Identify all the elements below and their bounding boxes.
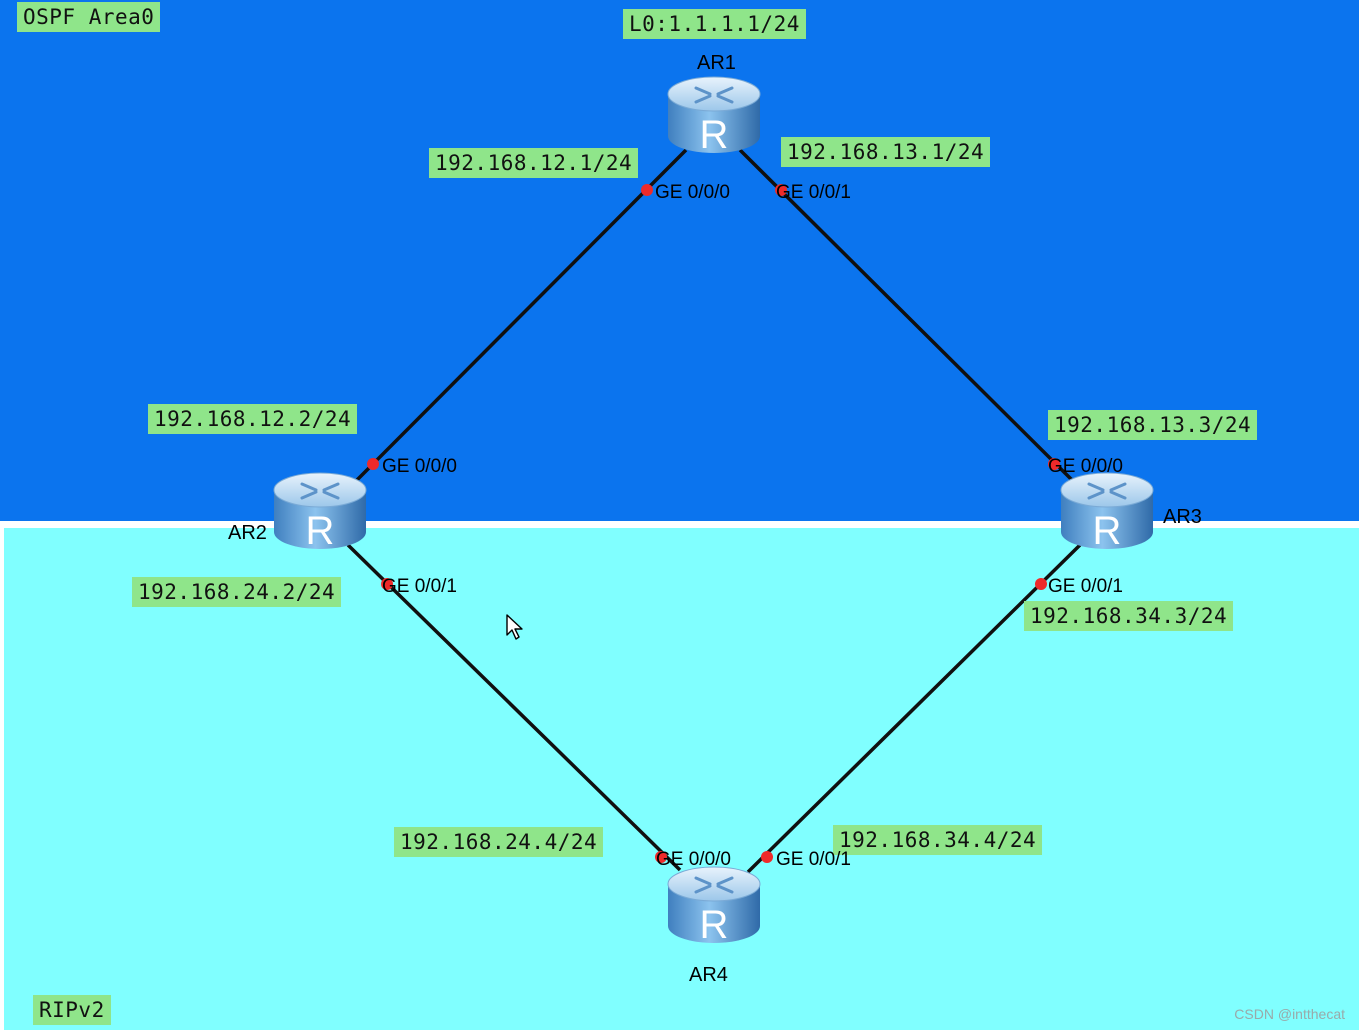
- port-dot-ar3-g000: [1048, 458, 1060, 470]
- port-label-ar1-g001: GE 0/0/1: [776, 182, 851, 203]
- port-dot-ar3-g001: [1035, 578, 1047, 590]
- port-label-ar4-g001: GE 0/0/1: [776, 849, 851, 870]
- router-ar3[interactable]: R: [1059, 468, 1155, 553]
- area-divider: [0, 521, 1359, 528]
- address-label-ar4-g001: 192.168.34.4/24: [833, 825, 1043, 855]
- address-label-ar3-g001: 192.168.34.3/24: [1024, 601, 1234, 631]
- link-ar2-ar4: [346, 543, 682, 872]
- router-ar1[interactable]: R: [666, 72, 762, 157]
- address-label-ar2-g000: 192.168.12.2/24: [148, 404, 358, 434]
- port-dot-ar1-g001: [775, 184, 787, 196]
- port-label-ar3-g001: GE 0/0/1: [1048, 576, 1123, 597]
- router-name-ar3: AR3: [1163, 506, 1202, 528]
- link-ar1-ar3: [738, 148, 1074, 482]
- router-icon: R: [667, 866, 761, 947]
- address-label-ar2-g001: 192.168.24.2/24: [132, 577, 342, 607]
- loopback-label-ar1: L0:1.1.1.1/24: [623, 9, 806, 39]
- mouse-cursor-icon: [506, 614, 523, 640]
- svg-text:R: R: [306, 509, 335, 552]
- router-icon: R: [273, 472, 367, 553]
- router-ar2[interactable]: R: [272, 468, 368, 553]
- svg-text:R: R: [700, 903, 729, 946]
- watermark: CSDN @intthecat: [1234, 1006, 1345, 1022]
- address-label-ar4-g000: 192.168.24.4/24: [394, 827, 604, 857]
- ospf-area-label: OSPF Area0: [17, 2, 161, 32]
- address-label-ar3-g000: 192.168.13.3/24: [1048, 410, 1258, 440]
- port-label-ar4-g000: GE 0/0/0: [656, 849, 731, 870]
- port-label-ar3-g000: GE 0/0/0: [1048, 456, 1123, 477]
- address-label-ar1-g000: 192.168.12.1/24: [429, 148, 639, 178]
- router-name-ar1: AR1: [697, 52, 736, 74]
- port-dot-ar4-g001: [761, 851, 773, 863]
- svg-text:R: R: [1093, 509, 1122, 552]
- link-ar1-ar2: [355, 148, 688, 482]
- router-name-ar2: AR2: [228, 522, 267, 544]
- address-label-ar1-g001: 192.168.13.1/24: [781, 137, 991, 167]
- port-label-ar2-g001: GE 0/0/1: [382, 576, 457, 597]
- rip-area-label: RIPv2: [33, 995, 111, 1025]
- router-name-ar4: AR4: [689, 964, 728, 986]
- port-dot-ar1-g000: [641, 184, 653, 196]
- port-dot-ar2-g000: [367, 458, 379, 470]
- router-ar4[interactable]: R: [666, 862, 762, 947]
- link-ar3-ar4: [746, 543, 1082, 874]
- svg-text:R: R: [700, 113, 729, 156]
- router-icon: R: [667, 76, 761, 157]
- port-label-ar2-g000: GE 0/0/0: [382, 456, 457, 477]
- port-label-ar1-g000: GE 0/0/0: [655, 182, 730, 203]
- port-dot-ar2-g001: [381, 578, 393, 590]
- router-icon: R: [1060, 472, 1154, 553]
- port-dot-ar4-g000: [655, 851, 667, 863]
